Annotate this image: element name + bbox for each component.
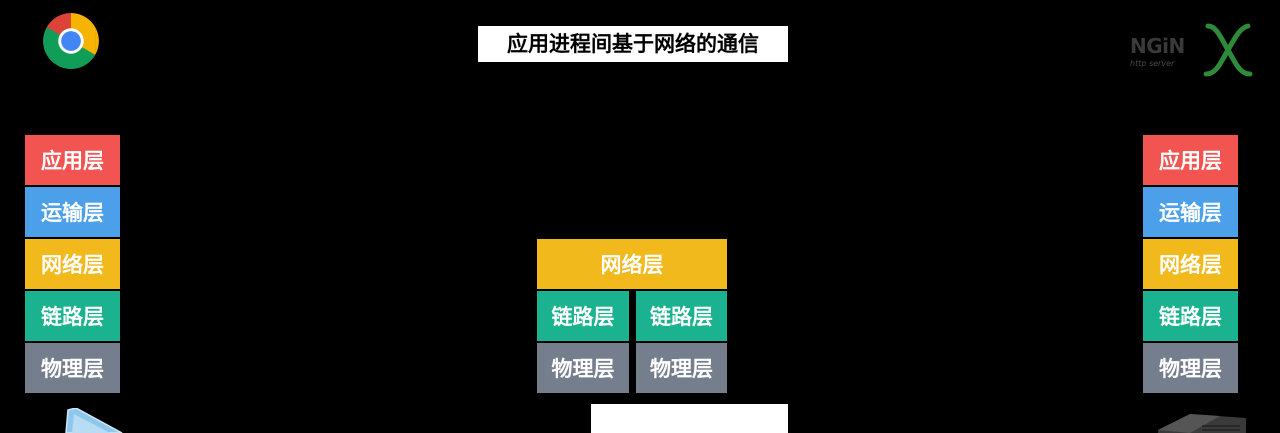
nginx-logo-word: NGiN [1130, 34, 1185, 58]
right-network-layer: 网络层 [1143, 239, 1238, 289]
left-transport-layer: 运输层 [25, 187, 120, 237]
nginx-logo-subtitle: http server [1130, 59, 1175, 68]
left-link-layer: 链路层 [25, 291, 120, 341]
left-network-layer: 网络层 [25, 239, 120, 289]
router-network-layer: 网络层 [537, 239, 727, 289]
right-application-layer: 应用层 [1143, 135, 1238, 185]
right-link-layer: 链路层 [1143, 291, 1238, 341]
router-physical-layer-right: 物理层 [636, 343, 727, 393]
router-physical-layer-left: 物理层 [537, 343, 629, 393]
nginx-logo: NGiN http server [1124, 22, 1256, 78]
left-application-layer: 应用层 [25, 135, 120, 185]
nginx-x-mark [1203, 23, 1253, 77]
server-icon [1158, 414, 1246, 433]
diagram-title: 应用进程间基于网络的通信 [478, 26, 788, 62]
router-link-layer-left: 链路层 [537, 291, 629, 341]
chrome-icon [43, 13, 99, 69]
left-physical-layer: 物理层 [25, 343, 120, 393]
right-transport-layer: 运输层 [1143, 187, 1238, 237]
router-device-box [591, 404, 788, 433]
laptop-icon [65, 408, 123, 433]
router-link-layer-right: 链路层 [636, 291, 727, 341]
right-physical-layer: 物理层 [1143, 343, 1238, 393]
